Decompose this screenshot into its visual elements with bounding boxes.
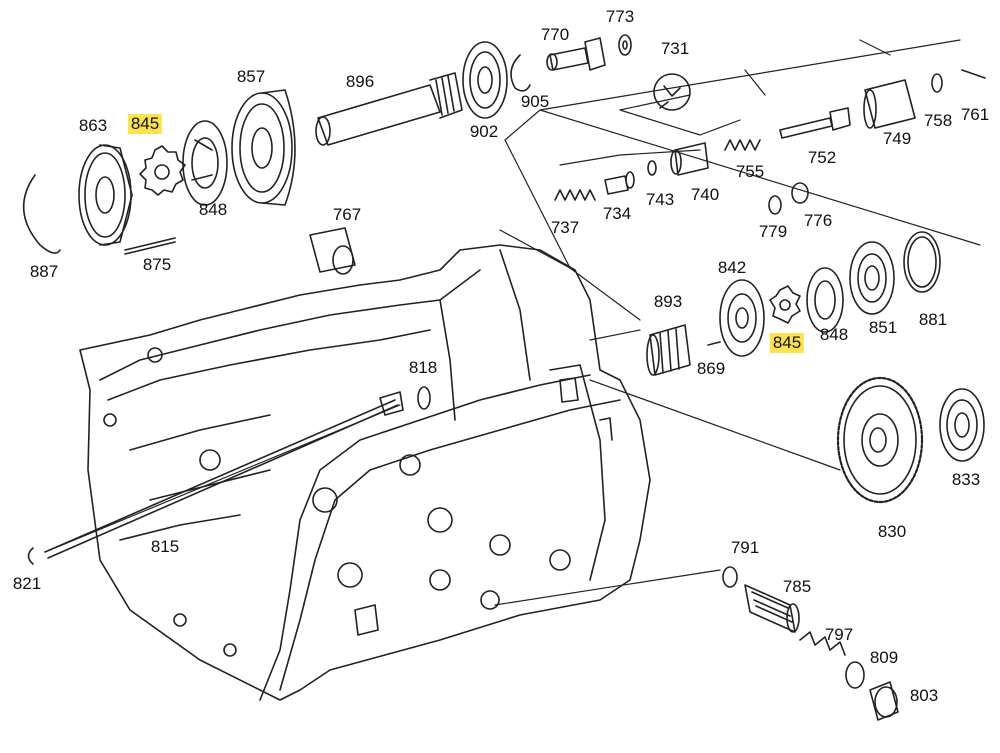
part-label-821: 821: [12, 574, 42, 593]
bearing-833: [939, 388, 985, 462]
bearing-893: [646, 324, 691, 376]
ring-881: [903, 231, 941, 293]
part-label-842: 842: [717, 258, 747, 277]
part-label-881: 881: [918, 310, 948, 329]
drum-857: [231, 89, 296, 206]
gear-845-left: [139, 145, 186, 196]
part-label-740: 740: [690, 185, 720, 204]
bearing-863: [78, 144, 133, 246]
plunger-734: [604, 171, 635, 195]
washer-779: [768, 195, 782, 215]
part-label-752: 752: [807, 148, 837, 167]
pin-770: [546, 37, 606, 71]
washer-758: [931, 73, 943, 93]
part-label-851: 851: [868, 318, 898, 337]
part-label-743: 743: [645, 190, 675, 209]
part-label-773: 773: [605, 7, 635, 26]
part-label-758: 758: [923, 111, 953, 130]
washer-818: [417, 386, 431, 410]
part-label-902: 902: [469, 122, 499, 141]
part-label-791: 791: [730, 538, 760, 557]
wrench-icon-731: [653, 73, 691, 111]
part-label-887: 887: [29, 262, 59, 281]
part-label-755: 755: [735, 162, 765, 181]
spring-755: [724, 139, 761, 151]
ring-848-right: [806, 267, 844, 333]
clip-821: [27, 547, 34, 565]
seal-791: [722, 566, 738, 588]
washer-809: [845, 661, 865, 689]
part-label-869: 869: [696, 359, 726, 378]
part-label-875: 875: [142, 255, 172, 274]
part-label-803: 803: [909, 686, 939, 705]
part-label-809: 809: [869, 648, 899, 667]
part-label-815: 815: [150, 537, 180, 556]
part-label-857: 857: [236, 67, 266, 86]
part-label-734: 734: [602, 204, 632, 223]
part-label-785: 785: [782, 577, 812, 596]
valve-785: [744, 584, 800, 633]
washer-743: [647, 160, 657, 176]
part-label-896: 896: [345, 72, 375, 91]
circlip-887: [22, 174, 61, 254]
part-label-848: 848: [819, 325, 849, 344]
gear-830: [836, 376, 924, 504]
pin-761: [961, 69, 986, 79]
part-label-848: 848: [198, 200, 228, 219]
spring-797: [799, 631, 846, 656]
rod-815: [44, 391, 404, 559]
part-label-845-highlighted: 845: [769, 333, 805, 353]
part-label-833: 833: [951, 470, 981, 489]
pin-869: [707, 341, 721, 346]
part-label-863: 863: [78, 116, 108, 135]
plug-803: [869, 681, 899, 721]
transmission-housing: [79, 244, 651, 701]
part-label-893: 893: [653, 292, 683, 311]
part-label-830: 830: [877, 522, 907, 541]
bearing-902: [462, 41, 508, 119]
pin-875: [124, 237, 176, 255]
part-label-761: 761: [960, 105, 990, 124]
hub-842: [719, 279, 765, 357]
bearing-851: [849, 241, 895, 315]
shaft-896: [315, 72, 463, 146]
circlip-905: [510, 54, 531, 92]
washer-773: [618, 34, 632, 56]
piston-749: [863, 79, 916, 129]
bushing-776: [791, 182, 809, 204]
part-label-737: 737: [550, 218, 580, 237]
spring-737: [554, 189, 596, 201]
part-label-731: 731: [660, 39, 690, 58]
part-label-749: 749: [882, 129, 912, 148]
part-label-905: 905: [520, 92, 550, 111]
pin-752: [779, 107, 851, 139]
part-label-818: 818: [408, 358, 438, 377]
part-label-767: 767: [332, 205, 362, 224]
fitting-767: [309, 227, 356, 275]
gear-845-right: [769, 285, 801, 324]
part-label-797: 797: [824, 625, 854, 644]
part-label-776: 776: [803, 211, 833, 230]
part-label-779: 779: [758, 222, 788, 241]
part-label-770: 770: [540, 25, 570, 44]
ring-848-left: [182, 120, 228, 206]
part-label-845-highlighted: 845: [127, 114, 163, 134]
sleeve-740: [670, 142, 709, 176]
